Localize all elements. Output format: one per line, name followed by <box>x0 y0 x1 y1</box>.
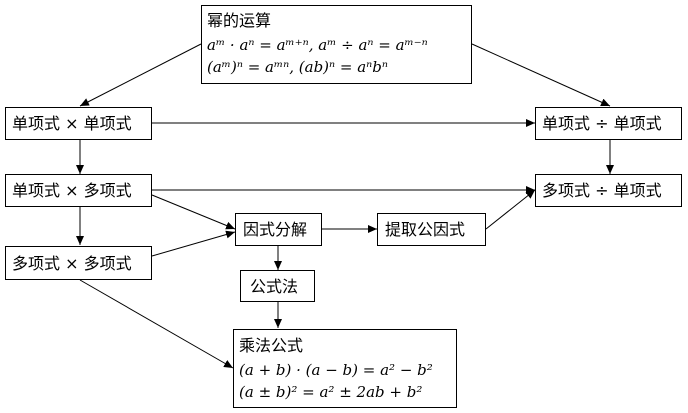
arrow-power-to-mono-div-mono <box>471 43 611 107</box>
multiplication-formula-1-text: (a + b) · (a − b) = a² − b² <box>239 361 433 379</box>
power-formula-1-text: aᵐ · aⁿ = aᵐ⁺ⁿ, aᵐ ÷ aⁿ = aᵐ⁻ⁿ <box>207 36 428 54</box>
mono-div-mono-label: 单项式 ÷ 单项式 <box>542 114 662 133</box>
arrow-poly-x-poly-to-factor <box>151 230 236 257</box>
arrow-common-factor-to-poly-div-mono <box>485 189 536 230</box>
multiplication-formula-title: 乘法公式 <box>239 336 304 355</box>
multiplication-formula-1: (a + b) · (a − b) = a² − b² <box>239 359 433 381</box>
power-formula-1: aᵐ · aⁿ = aᵐ⁺ⁿ, aᵐ ÷ aⁿ = aᵐ⁻ⁿ <box>207 34 428 56</box>
common-factor-box: 提取公因式 <box>377 213 486 246</box>
arrow-poly-x-poly-to-mult-formula <box>79 279 234 369</box>
mono-div-mono-box: 单项式 ÷ 单项式 <box>535 107 682 140</box>
multiplication-formula-box: 乘法公式 (a + b) · (a − b) = a² − b² (a ± b)… <box>233 329 457 408</box>
multiplication-formula-2-text: (a ± b)² = a² ± 2ab + b² <box>239 383 423 401</box>
mono-x-mono-label: 单项式 × 单项式 <box>12 114 132 133</box>
power-formula-2: (aᵐ)ⁿ = aᵐⁿ, (ab)ⁿ = aⁿbⁿ <box>207 56 388 78</box>
formula-method-label: 公式法 <box>250 277 299 296</box>
mono-x-poly-box: 单项式 × 多项式 <box>5 174 152 207</box>
formula-method-box: 公式法 <box>240 270 315 302</box>
multiplication-formula-2: (a ± b)² = a² ± 2ab + b² <box>239 381 422 403</box>
factorization-label: 因式分解 <box>243 220 308 239</box>
poly-div-mono-box: 多项式 ÷ 单项式 <box>535 174 682 207</box>
poly-x-poly-label: 多项式 × 多项式 <box>12 254 132 273</box>
power-operations-title: 幂的运算 <box>207 11 272 30</box>
poly-x-poly-box: 多项式 × 多项式 <box>5 246 152 280</box>
mono-x-mono-box: 单项式 × 单项式 <box>5 107 152 140</box>
power-operations-box: 幂的运算 aᵐ · aⁿ = aᵐ⁺ⁿ, aᵐ ÷ aⁿ = aᵐ⁻ⁿ (aᵐ)… <box>201 5 472 84</box>
mono-x-poly-label: 单项式 × 多项式 <box>12 181 132 200</box>
poly-div-mono-label: 多项式 ÷ 单项式 <box>542 181 662 200</box>
factorization-box: 因式分解 <box>235 213 322 246</box>
arrow-power-to-mono-x-mono <box>79 43 202 107</box>
common-factor-label: 提取公因式 <box>385 220 466 239</box>
arrow-mono-x-poly-to-factor <box>151 194 236 230</box>
power-formula-2-text: (aᵐ)ⁿ = aᵐⁿ, (ab)ⁿ = aⁿbⁿ <box>207 58 388 76</box>
